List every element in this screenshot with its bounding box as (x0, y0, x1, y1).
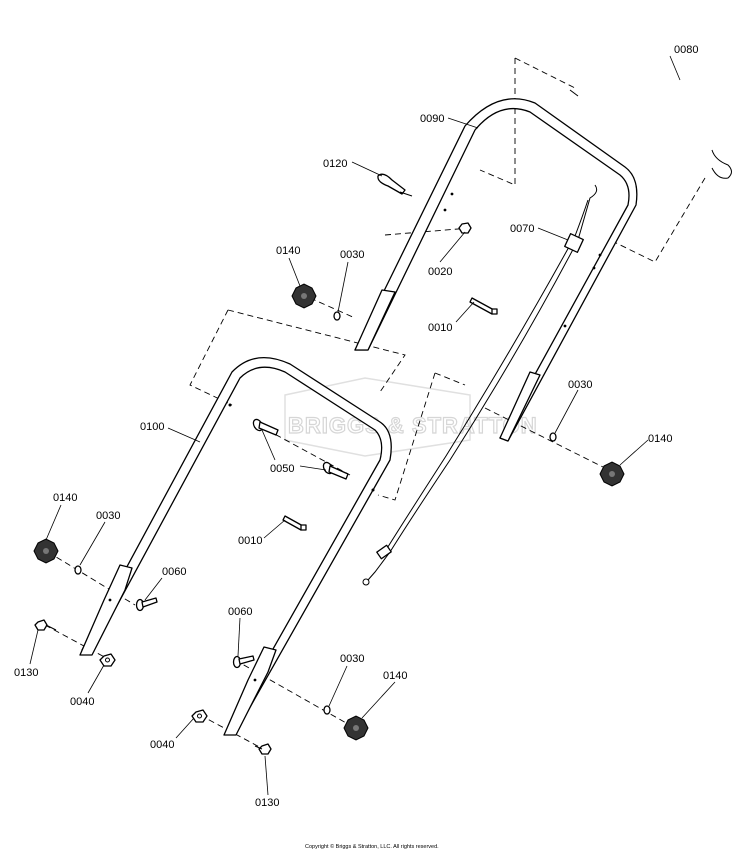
knob-0140-left (33, 538, 59, 564)
callout-0050: 0050 (270, 463, 294, 475)
callout-0020: 0020 (428, 266, 452, 278)
bolt-0060-left (135, 597, 158, 612)
bolt-0120 (377, 173, 413, 197)
callout-0060-left: 0060 (162, 566, 186, 578)
callout-0130-left: 0130 (14, 667, 38, 679)
callout-0060-mid: 0060 (228, 606, 252, 618)
callout-0010-upper: 0010 (428, 322, 452, 334)
callout-0080: 0080 (674, 44, 698, 56)
carriage-bolt-0050-b (322, 461, 349, 480)
callout-0130-lower: 0130 (255, 797, 279, 809)
washer-0030-right (549, 432, 557, 442)
washer-0030-left (74, 565, 82, 575)
callout-labels: 0080 0090 0120 0070 0140 0030 0020 0010 … (14, 44, 698, 809)
upper-handle-0090 (354, 98, 638, 442)
callout-0140-upper: 0140 (276, 245, 300, 257)
watermark-text: BRIGGS & STRATTON (288, 413, 538, 438)
lower-handle-0100 (79, 357, 392, 736)
carriage-bolt-0050-a (252, 418, 279, 436)
nut-0020 (458, 222, 472, 234)
washer-0030-lower (323, 705, 331, 715)
bolt-0130-lower (254, 743, 272, 755)
knob-0140-upper (291, 283, 317, 309)
callout-0040-left: 0040 (70, 696, 94, 708)
washer-0030-upper (333, 311, 341, 321)
callout-0070: 0070 (510, 223, 534, 235)
bolt-0010-upper (469, 297, 498, 315)
callout-0030-lower: 0030 (340, 653, 364, 665)
callout-0030-left: 0030 (96, 510, 120, 522)
nut-0040-lower (191, 709, 208, 723)
callout-0010-lower: 0010 (238, 535, 262, 547)
control-cable-0070 (362, 184, 598, 586)
callout-0140-left: 0140 (53, 492, 77, 504)
nut-0040-left (99, 653, 116, 667)
bolt-0060-mid (232, 655, 255, 669)
knob-0140-lower (343, 715, 369, 741)
callout-0040-lower: 0040 (150, 739, 174, 751)
callout-0100: 0100 (140, 421, 164, 433)
copyright-notice: Copyright © Briggs & Stratton, LLC. All … (305, 843, 439, 850)
leader-lines (29, 55, 681, 796)
callout-0120: 0120 (323, 158, 347, 170)
knob-0140-right (599, 461, 625, 487)
callout-0030-upper: 0030 (340, 249, 364, 261)
callout-0140-right: 0140 (648, 433, 672, 445)
callout-0030-right: 0030 (568, 379, 592, 391)
callout-0140-lower: 0140 (383, 670, 407, 682)
bolt-0130-left (34, 619, 57, 631)
bolt-0010-lower (282, 515, 307, 531)
bail-lever-0080 (569, 46, 732, 179)
callout-0090: 0090 (420, 113, 444, 125)
